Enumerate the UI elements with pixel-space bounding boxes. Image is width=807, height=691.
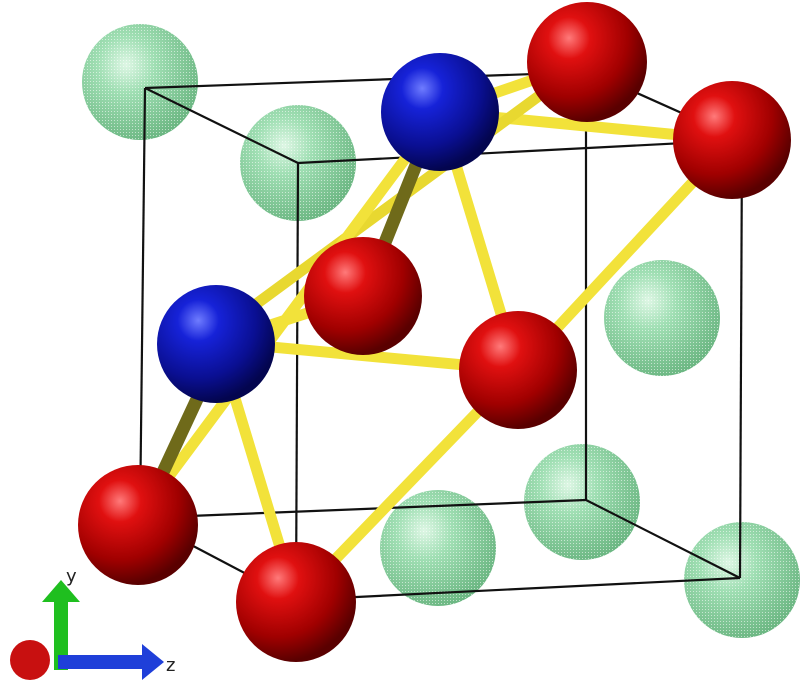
cell-edge <box>297 138 743 165</box>
red-atom <box>78 465 198 585</box>
z-axis-label: z <box>166 655 175 676</box>
red-atom <box>304 237 422 355</box>
cell-edge <box>138 87 147 519</box>
blue-atom <box>157 285 275 403</box>
green-atom <box>82 24 198 140</box>
cell-edge <box>294 162 300 601</box>
green-atom <box>380 490 496 606</box>
red-atom <box>236 542 356 662</box>
axes-triad: y z <box>10 566 175 680</box>
y-axis-shaft <box>54 600 68 670</box>
y-axis-label: y <box>66 566 77 587</box>
cell-edge <box>295 576 741 602</box>
green-atom <box>604 260 720 376</box>
z-axis-arrow-icon <box>142 644 164 680</box>
green-atom <box>524 444 640 560</box>
cell-edge <box>738 139 744 579</box>
y-axis-arrow-icon <box>42 580 80 602</box>
colored-atoms <box>78 2 791 662</box>
red-atom <box>459 311 577 429</box>
z-axis-shaft <box>58 655 146 669</box>
cell-edge <box>585 499 741 579</box>
cell-edge <box>139 498 587 520</box>
x-axis-icon <box>10 640 50 680</box>
green-atom <box>684 522 800 638</box>
blue-atom <box>381 53 499 171</box>
red-atom <box>527 2 647 122</box>
cell-edge <box>144 70 591 90</box>
red-atom <box>673 81 791 199</box>
cell-edge <box>144 87 299 164</box>
